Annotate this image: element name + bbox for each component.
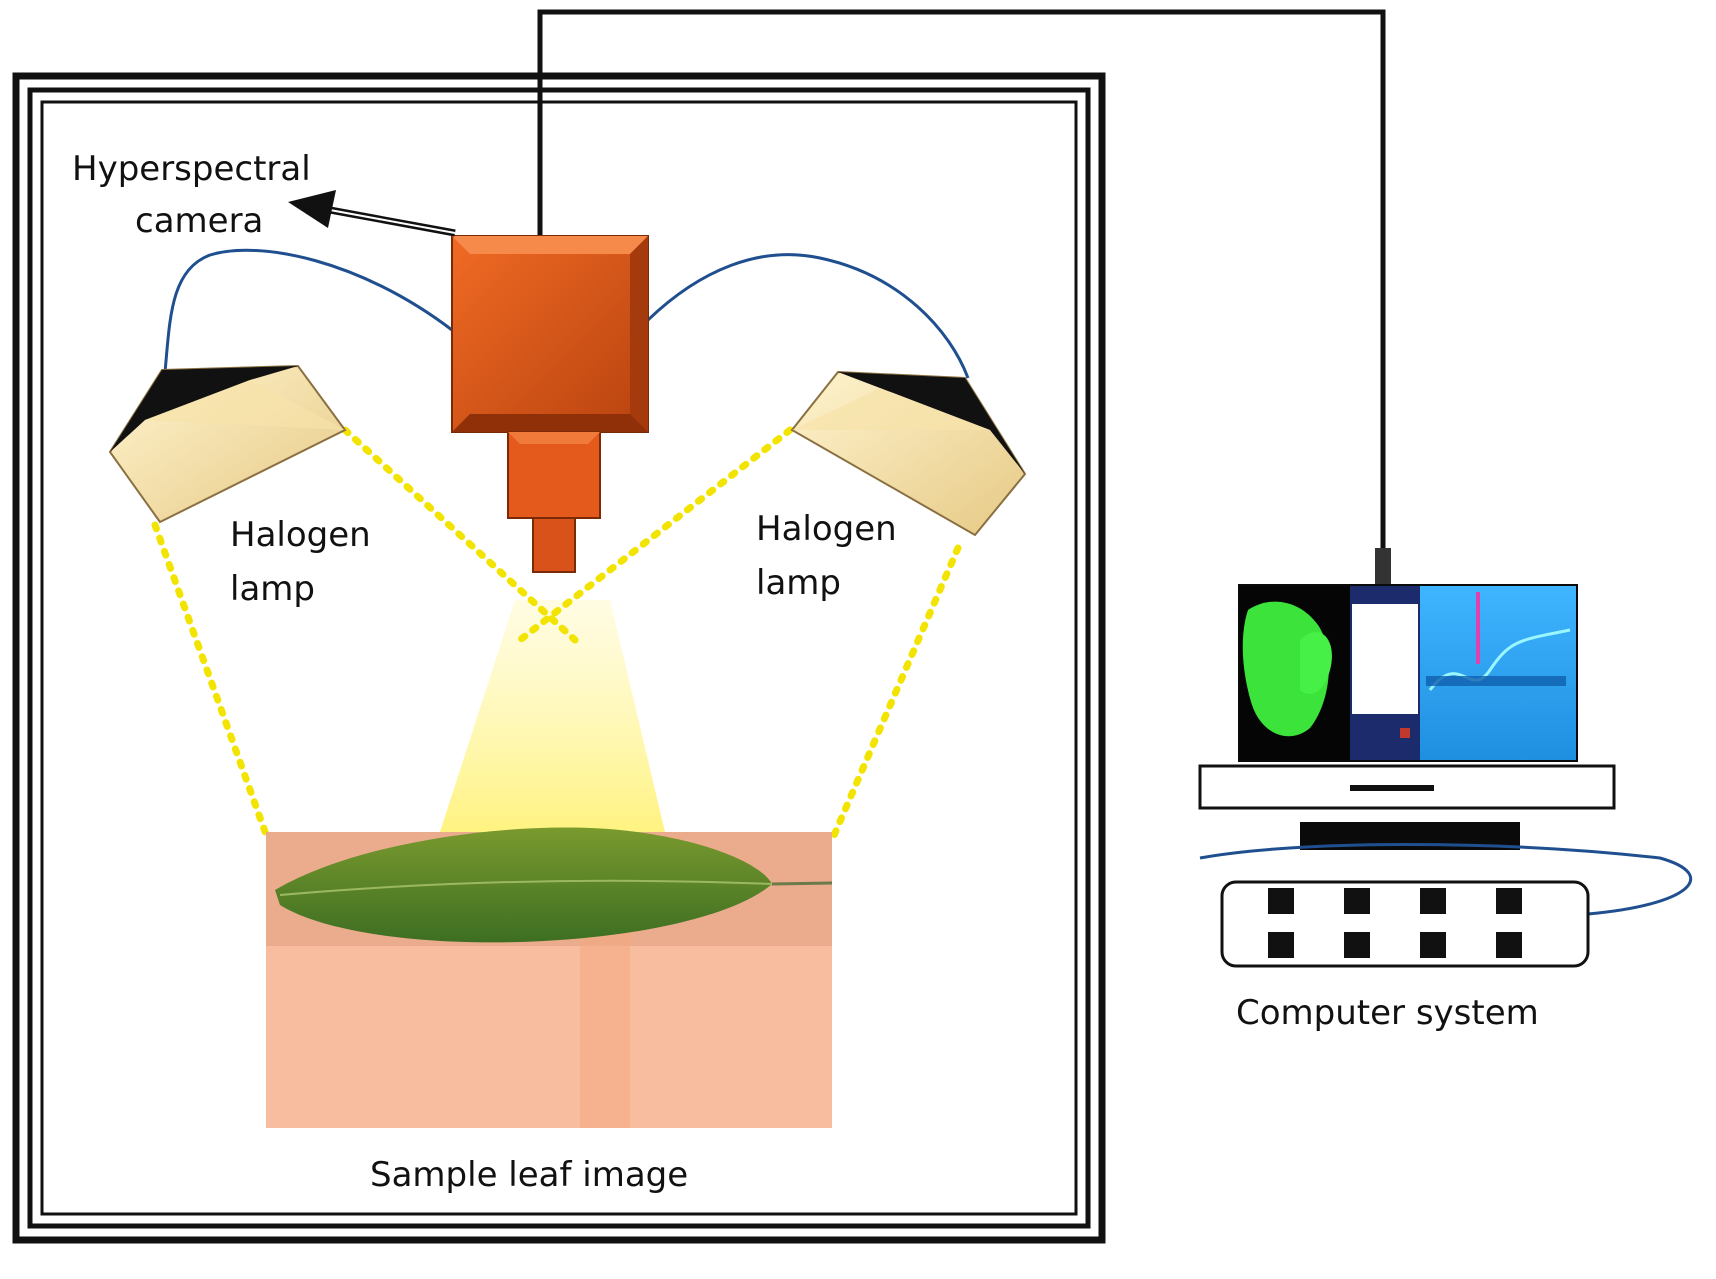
monitor-icon	[1238, 584, 1578, 762]
cable-connector	[1375, 548, 1391, 588]
computer-label: Computer system	[1236, 993, 1539, 1033]
light-beam	[440, 600, 665, 832]
camera-label-arrow	[288, 190, 456, 237]
lamp-left-label-line-2: lamp	[230, 569, 315, 609]
imaging-chamber-frame	[12, 72, 1106, 1244]
lamp-cable-left	[163, 248, 453, 373]
illumination-lines	[151, 426, 962, 844]
sample-label: Sample leaf image	[370, 1155, 688, 1195]
halogen-lamp-icon-left	[108, 364, 347, 524]
keyboard-icon	[1199, 843, 1693, 968]
lamp-cable-right	[646, 253, 970, 379]
leaf-icon	[275, 827, 833, 943]
lamp-right-label-line-1: Halogen	[756, 509, 897, 549]
data-cable	[537, 9, 1386, 588]
lamp-left-label-line-1: Halogen	[230, 515, 371, 555]
hyperspectral-camera-icon	[451, 235, 649, 573]
lamp-right-label-line-2: lamp	[756, 563, 841, 603]
camera-label-line-1: Hyperspectral	[72, 149, 311, 189]
halogen-lamp-icon-right	[790, 370, 1027, 537]
computer-base	[1198, 764, 1616, 850]
camera-label-line-2: camera	[135, 201, 263, 241]
